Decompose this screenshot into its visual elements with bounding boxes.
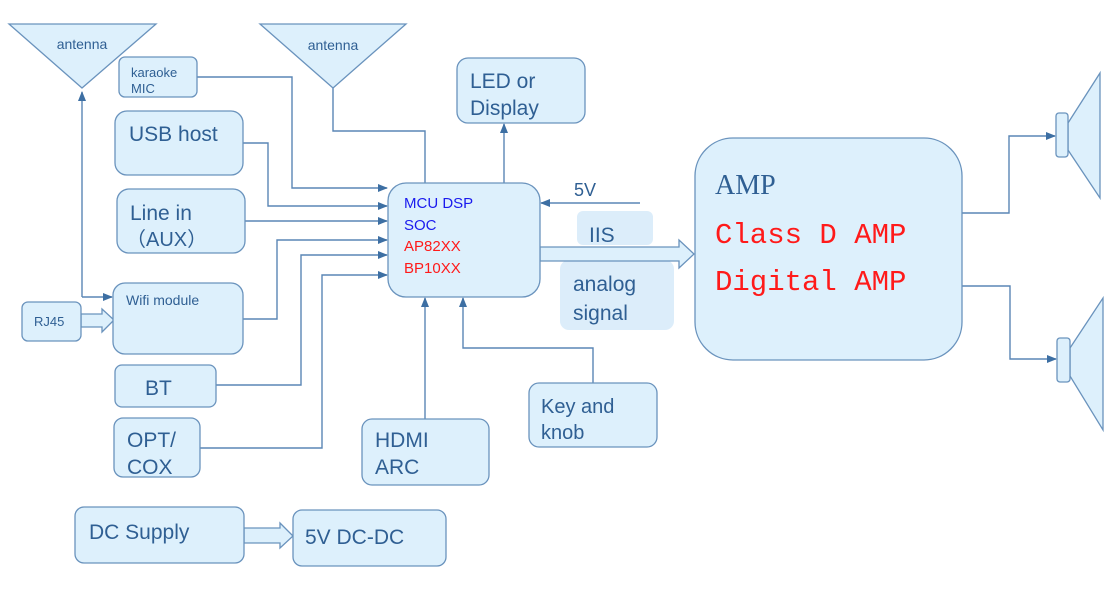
- led-display-line1: LED or: [470, 70, 535, 93]
- analog-label-bg: [560, 260, 674, 330]
- processor-line-bp10xx: BP10XX: [404, 260, 461, 277]
- bt-box: BT: [114, 364, 217, 408]
- wire-amp-speaker-bottom: [962, 285, 1057, 363]
- key-knob-box: Key and knob: [528, 382, 658, 448]
- wire-opt-mcu: [200, 271, 388, 449]
- antenna-right-shape: [258, 23, 408, 89]
- iis-label-bg: [577, 211, 653, 245]
- wire-bt-mcu: [216, 251, 388, 386]
- wire-antenna2-mcu: [332, 88, 426, 183]
- karaoke-mic-line1: karaoke: [131, 65, 177, 80]
- opt-cox-box: OPT/ COX: [113, 417, 201, 479]
- dc-supply-box: DC Supply: [74, 506, 245, 564]
- connection-wires: [78, 76, 1057, 449]
- antenna-left: antenna: [7, 23, 158, 89]
- processor-line-soc: SOC: [404, 217, 437, 234]
- signal-bus-arrow: [539, 238, 695, 270]
- rj45-box: RJ45: [21, 301, 82, 342]
- antenna-right: antenna: [258, 23, 408, 89]
- bt-label: BT: [145, 377, 172, 400]
- wifi-module-box: Wifi module: [112, 282, 244, 355]
- amp-line-class-d: Class D AMP: [715, 219, 906, 252]
- speaker-top-cone: [1067, 70, 1101, 201]
- amp-line-digital: Digital AMP: [715, 266, 906, 299]
- antenna-right-label: antenna: [308, 37, 359, 53]
- wire-wifi-mcu: [243, 236, 388, 320]
- usb-host-label: USB host: [129, 123, 218, 146]
- speaker-bottom-cone: [1069, 295, 1104, 433]
- line-in-line2: （AUX）: [126, 228, 207, 251]
- led-display-line2: Display: [470, 97, 539, 120]
- key-knob-line2: knob: [541, 422, 584, 444]
- opt-cox-line2: COX: [127, 456, 173, 479]
- wifi-module-label: Wifi module: [126, 292, 199, 308]
- antenna-left-label: antenna: [57, 36, 108, 52]
- opt-cox-line1: OPT/: [127, 429, 176, 452]
- processor-line-mcu-dsp: MCU DSP: [404, 195, 473, 212]
- speaker-top-magnet: [1055, 112, 1069, 158]
- usb-host-box: USB host: [114, 110, 244, 176]
- karaoke-mic-box: karaoke MIC: [118, 56, 198, 98]
- dc-dc-label: 5V DC-DC: [305, 526, 404, 549]
- rj45-wifi-arrow: [80, 307, 115, 334]
- dc-supply-arrow: [243, 521, 294, 550]
- key-knob-line1: Key and: [541, 396, 614, 418]
- rj45-label: RJ45: [34, 314, 64, 329]
- dc-supply-label: DC Supply: [89, 521, 190, 544]
- wire-usb-mcu: [243, 142, 388, 210]
- dc-dc-box: 5V DC-DC: [292, 509, 447, 567]
- iis-label: IIS: [589, 224, 615, 247]
- hdmi-arc-box: HDMI ARC: [361, 418, 490, 486]
- amp-title: AMP: [715, 170, 776, 201]
- amp-box: AMP Class D AMP Digital AMP: [694, 137, 963, 361]
- analog-signal-line1: analog: [573, 273, 636, 296]
- wire-karaoke-mcu: [197, 76, 388, 192]
- processor-box: MCU DSP SOC AP82XX BP10XX: [387, 182, 541, 298]
- wire-amp-speaker-top: [962, 132, 1056, 214]
- speaker-bottom-magnet: [1056, 337, 1071, 383]
- line-in-line1: Line in: [130, 202, 192, 225]
- analog-signal-line2: signal: [573, 302, 628, 325]
- hdmi-arc-line1: HDMI: [375, 429, 429, 452]
- led-display-box: LED or Display: [456, 57, 586, 124]
- speaker-top: [1055, 70, 1101, 201]
- wire-key-mcu: [459, 297, 594, 383]
- power-5v-label: 5V: [574, 180, 596, 200]
- speaker-bottom: [1056, 295, 1104, 433]
- hdmi-arc-line2: ARC: [375, 456, 419, 479]
- processor-line-ap82xx: AP82XX: [404, 238, 461, 255]
- karaoke-mic-line2: MIC: [131, 81, 155, 96]
- line-in-box: Line in （AUX）: [116, 188, 246, 254]
